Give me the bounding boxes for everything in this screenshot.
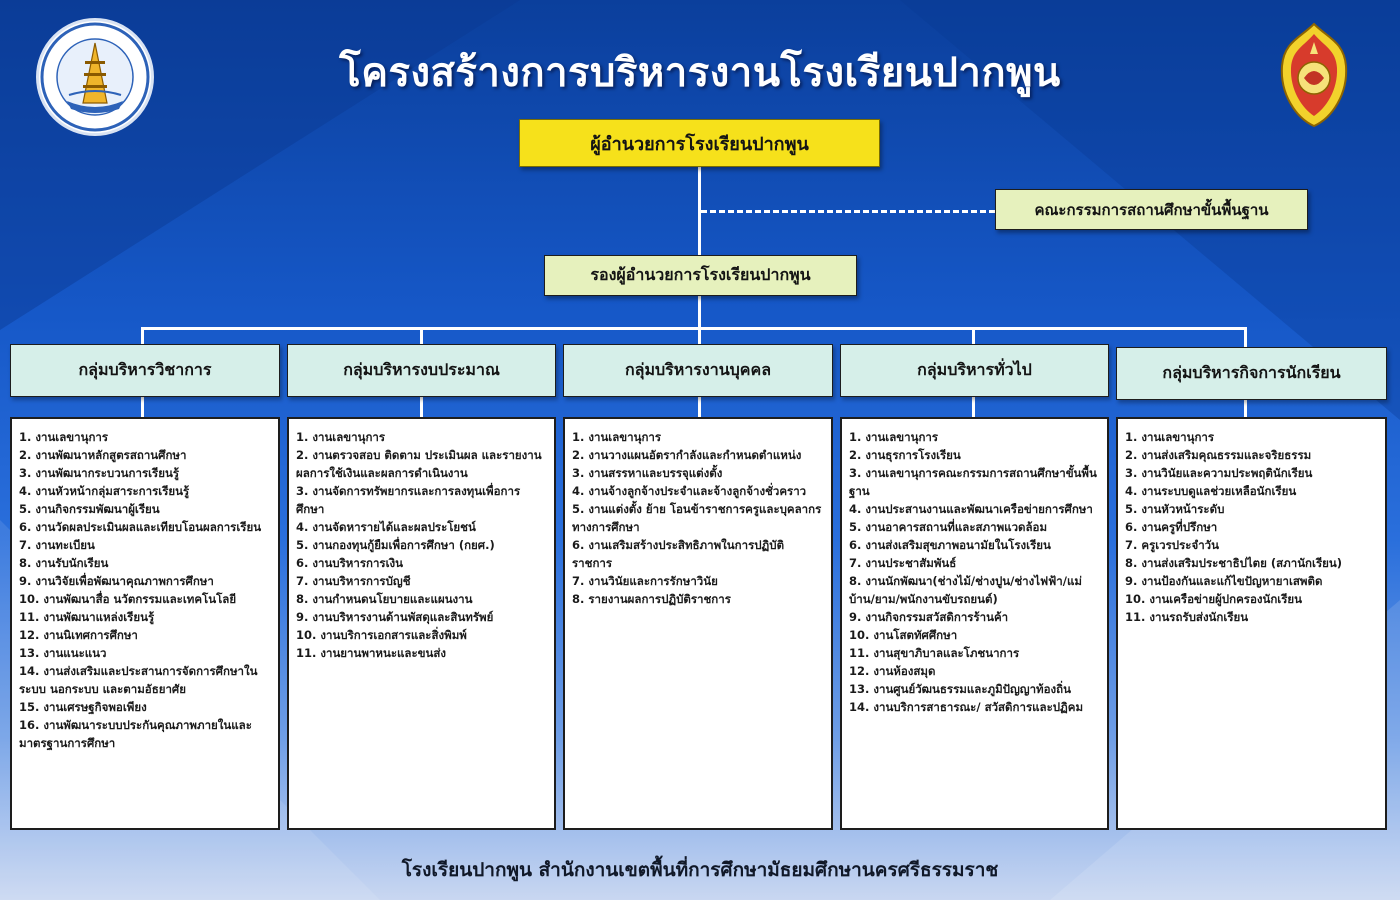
connector-deputy-down [698, 296, 701, 328]
connector-group-5 [1244, 327, 1247, 347]
list-item: 1. งานเลขานุการ [19, 430, 109, 444]
list-item: 12. งานนิเทศการศึกษา [19, 628, 138, 642]
school-logo [36, 18, 154, 136]
list-item: 14. งานบริการสาธารณะ/ สวัสดิการและปฏิคม [849, 700, 1084, 714]
list-item: 1. งานเลขานุการ [296, 430, 386, 444]
task-list: 1. งานเลขานุการ 2. งานส่งเสริมคุณธรรมและจ… [1125, 428, 1378, 626]
list-item: 2. งานตรวจสอบ ติดตาม ประเมินผล และรายงาน… [296, 448, 542, 480]
list-item: 13. งานแนะแนว [19, 646, 107, 660]
group-head-personnel: กลุ่มบริหารงานบุคคล [563, 344, 833, 397]
connector-head-body-1 [141, 397, 144, 417]
list-item: 4. งานประสานงานและพัฒนาเครือข่ายการศึกษา [849, 502, 1093, 516]
list-item: 10. งานโสตทัศศึกษา [849, 628, 958, 642]
footer-text: โรงเรียนปากพูน สำนักงานเขตพื้นที่การศึกษ… [401, 859, 999, 881]
list-item: 10. งานเครือข่ายผู้ปกครองนักเรียน [1125, 592, 1302, 606]
list-item: 14. งานส่งเสริมและประสานการจัดการศึกษาใน… [19, 664, 258, 696]
list-item: 6. งานครูที่ปรึกษา [1125, 520, 1218, 534]
list-item: 11. งานสุขาภิบาลและโภชนาการ [849, 646, 1020, 660]
list-item: 8. งานรับนักเรียน [19, 556, 109, 570]
list-item: 4. งานจัดหารายได้และผลประโยชน์ [296, 520, 476, 534]
list-item: 3. งานพัฒนากระบวนการเรียนรู้ [19, 466, 180, 480]
list-item: 5. งานอาคารสถานที่และสภาพแวดล้อม [849, 520, 1048, 534]
list-item: 7. งานทะเบียน [19, 538, 95, 552]
connector-group-2 [420, 327, 423, 344]
connector-director-deputy [698, 167, 701, 255]
group-head-general: กลุ่มบริหารทั่วไป [840, 344, 1109, 397]
connector-head-body-5 [1244, 400, 1247, 417]
connector-horizontal-bus [141, 327, 1247, 330]
list-item: 5. งานกองทุนกู้ยืมเพื่อการศึกษา (กยศ.) [296, 538, 495, 552]
list-item: 12. งานห้องสมุด [849, 664, 936, 678]
list-item: 7. งานบริหารการบัญชี [296, 574, 411, 588]
list-item: 9. งานป้องกันและแก้ไขปัญหายาเสพติด [1125, 574, 1323, 588]
list-item: 3. งานสรรหาและบรรจุแต่งตั้ง [572, 466, 723, 480]
list-item: 4. งานจ้างลูกจ้างประจำและจ้างลูกจ้างชั่ว… [572, 484, 807, 498]
list-item: 5. งานหัวหน้าระดับ [1125, 502, 1225, 516]
list-item: 2. งานวางแผนอัตรากำลังและกำหนดตำแหน่ง [572, 448, 802, 462]
connector-group-3 [698, 327, 701, 344]
connector-committee-dashed [701, 210, 995, 213]
group-body-academic: 1. งานเลขานุการ 2. งานพัฒนาหลักสูตรสถานศึ… [10, 417, 280, 830]
connector-group-1 [141, 327, 144, 344]
list-item: 13. งานศูนย์วัฒนธรรมและภูมิปัญญาท้องถิ่น [849, 682, 1071, 696]
director-box: ผู้อำนวยการโรงเรียนปากพูน [519, 119, 880, 167]
list-item: 3. งานเลขานุการคณะกรรมการสถานศึกษาขั้นพื… [849, 466, 1097, 498]
list-item: 10. งานพัฒนาสื่อ นวัตกรรมและเทคโนโลยี [19, 592, 237, 606]
list-item: 1. งานเลขานุการ [1125, 430, 1215, 444]
connector-head-body-3 [698, 397, 701, 417]
list-item: 3. งานจัดการทรัพยากรและการลงทุนเพื่อการศ… [296, 484, 521, 516]
list-item: 8. งานกำหนดนโยบายและแผนงาน [296, 592, 473, 606]
task-list: 1. งานเลขานุการ 2. งานธุรการโรงเรียน 3. งา… [849, 428, 1100, 716]
list-item: 2. งานส่งเสริมคุณธรรมและจริยธรรม [1125, 448, 1312, 462]
list-item: 15. งานเศรษฐกิจพอเพียง [19, 700, 147, 714]
committee-box: คณะกรรมการสถานศึกษาขั้นพื้นฐาน [995, 189, 1308, 230]
connector-head-body-2 [420, 397, 423, 417]
list-item: 4. งานหัวหน้ากลุ่มสาระการเรียนรู้ [19, 484, 190, 498]
list-item: 9. งานบริหารงานด้านพัสดุและสินทรัพย์ [296, 610, 494, 624]
list-item: 5. งานกิจกรรมพัฒนาผู้เรียน [19, 502, 160, 516]
list-item: 1. งานเลขานุการ [849, 430, 939, 444]
task-list: 1. งานเลขานุการ 2. งานวางแผนอัตรากำลังและ… [572, 428, 824, 608]
group-body-budget: 1. งานเลขานุการ 2. งานตรวจสอบ ติดตาม ประเ… [287, 417, 556, 830]
task-list: 1. งานเลขานุการ 2. งานพัฒนาหลักสูตรสถานศึ… [19, 428, 271, 752]
list-item: 6. งานบริหารการเงิน [296, 556, 404, 570]
list-item: 3. งานวินัยและความประพฤตินักเรียน [1125, 466, 1313, 480]
list-item: 10. งานบริการเอกสารและสิ่งพิมพ์ [296, 628, 467, 642]
obec-emblem-icon [1270, 22, 1358, 130]
list-item: 8. งานนักพัฒนา(ช่างไม้/ช่างปูน/ช่างไฟฟ้า… [849, 574, 1082, 606]
list-item: 11. งานรถรับส่งนักเรียน [1125, 610, 1249, 624]
group-body-student-affairs: 1. งานเลขานุการ 2. งานส่งเสริมคุณธรรมและจ… [1116, 417, 1387, 830]
list-item: 8. รายงานผลการปฏิบัติราชการ [572, 592, 731, 606]
list-item: 2. งานพัฒนาหลักสูตรสถานศึกษา [19, 448, 187, 462]
group-head-student-affairs: กลุ่มบริหารกิจการนักเรียน [1116, 347, 1387, 400]
list-item: 1. งานเลขานุการ [572, 430, 662, 444]
page-title: โครงสร้างการบริหารงานโรงเรียนปากพูน [339, 50, 1061, 96]
list-item: 11. งานยานพาหนะและขนส่ง [296, 646, 447, 660]
list-item: 4. งานระบบดูแลช่วยเหลือนักเรียน [1125, 484, 1297, 498]
list-item: 9. งานกิจกรรมสวัสดิการร้านค้า [849, 610, 1009, 624]
list-item: 7. ครูเวรประจำวัน [1125, 538, 1219, 552]
list-item: 11. งานพัฒนาแหล่งเรียนรู้ [19, 610, 155, 624]
list-item: 8. งานส่งเสริมประชาธิปไตย (สภานักเรียน) [1125, 556, 1342, 570]
list-item: 9. งานวิจัยเพื่อพัฒนาคุณภาพการศึกษา [19, 574, 214, 588]
list-item: 2. งานธุรการโรงเรียน [849, 448, 961, 462]
group-body-general: 1. งานเลขานุการ 2. งานธุรการโรงเรียน 3. งา… [840, 417, 1109, 830]
connector-head-body-4 [972, 397, 975, 417]
list-item: 6. งานเสริมสร้างประสิทธิภาพในการปฏิบัติร… [572, 538, 785, 570]
list-item: 6. งานส่งเสริมสุขภาพอนามัยในโรงเรียน [849, 538, 1051, 552]
group-body-personnel: 1. งานเลขานุการ 2. งานวางแผนอัตรากำลังและ… [563, 417, 833, 830]
task-list: 1. งานเลขานุการ 2. งานตรวจสอบ ติดตาม ประเ… [296, 428, 547, 662]
connector-group-4 [972, 327, 975, 344]
list-item: 7. งานประชาสัมพันธ์ [849, 556, 957, 570]
list-item: 6. งานวัดผลประเมินผลและเทียบโอนผลการเรีย… [19, 520, 262, 534]
group-head-budget: กลุ่มบริหารงบประมาณ [287, 344, 556, 397]
list-item: 7. งานวินัยและการรักษาวินัย [572, 574, 718, 588]
group-head-academic: กลุ่มบริหารวิชาการ [10, 344, 280, 397]
list-item: 5. งานแต่งตั้ง ย้าย โอนข้าราชการครูและบุ… [572, 502, 822, 534]
deputy-box: รองผู้อำนวยการโรงเรียนปากพูน [544, 255, 857, 296]
list-item: 16. งานพัฒนาระบบประกันคุณภาพภายในและมาตร… [19, 718, 252, 750]
